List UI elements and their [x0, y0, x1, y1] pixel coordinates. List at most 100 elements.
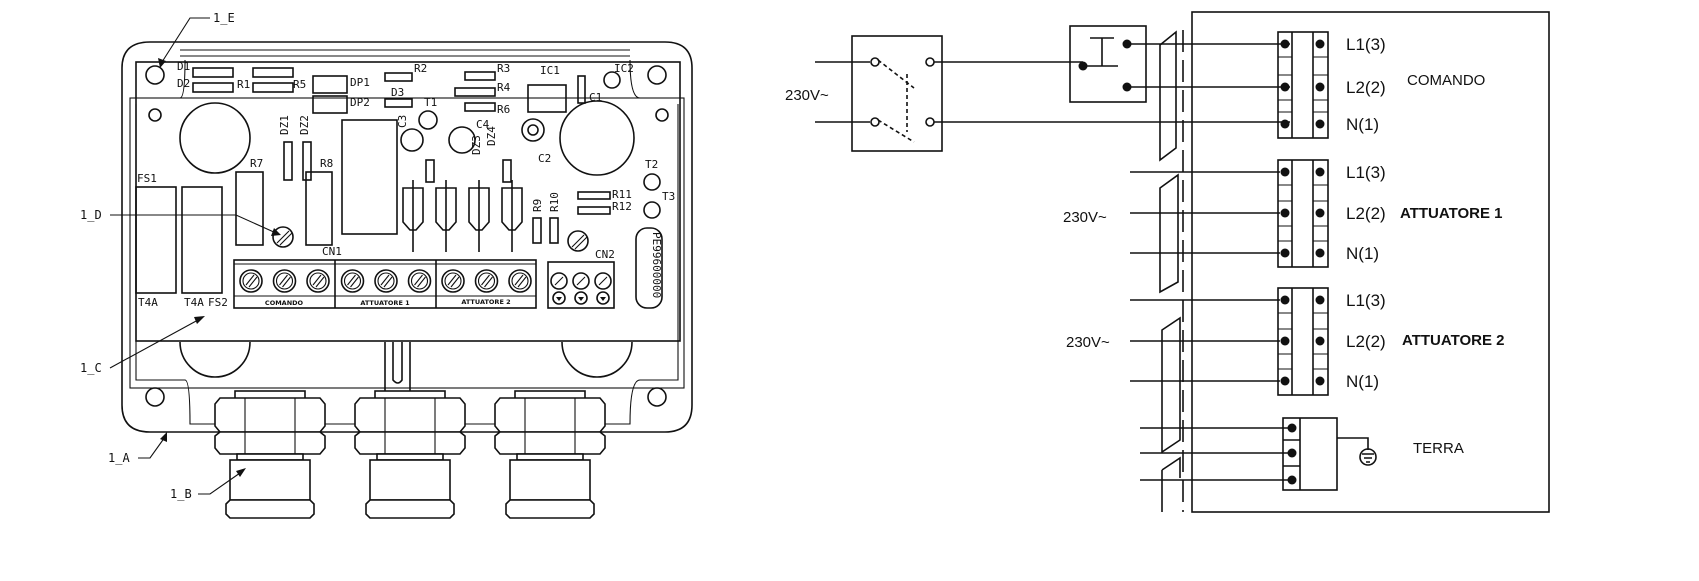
part-number-plate [635, 227, 663, 309]
power-diodes [402, 180, 523, 252]
terminal-screw [340, 269, 365, 293]
main-switch[interactable] [851, 35, 943, 152]
callout-1c: 1_C [80, 361, 102, 375]
trimmer-screw [272, 226, 294, 248]
capacitor-c2-inner [527, 124, 539, 136]
corner-screw-hole [647, 65, 667, 85]
terminal-screw [572, 272, 590, 305]
callout-1b: 1_B [170, 487, 192, 501]
cable-entries [1159, 30, 1184, 512]
label-dz4: DZ4 [485, 126, 498, 146]
resistor-r12 [577, 206, 611, 215]
label-fuse1-rating: T4A [138, 296, 158, 309]
resistor-r8 [305, 171, 333, 246]
label-fs2: FS2 [208, 296, 228, 309]
label-ic1: IC1 [540, 64, 560, 77]
earth-block: TERRA [1140, 417, 1464, 491]
capacitor-c3 [400, 128, 424, 152]
corner-screw-hole [145, 65, 165, 85]
resistor-r9 [532, 217, 542, 244]
terminal-screw [1280, 167, 1290, 177]
terminal-screw [1280, 376, 1290, 386]
resistor-r6 [464, 102, 496, 112]
gasket-line [129, 97, 685, 389]
label-d3: D3 [391, 86, 404, 99]
group-label-attuatore-1: ATTUATORE 1 [1400, 205, 1503, 222]
callout-1d: 1_D [80, 208, 102, 222]
terminal-screw [1315, 119, 1325, 129]
label-c2: C2 [538, 152, 551, 165]
terminal-screw [1315, 248, 1325, 258]
mounting-boss [179, 341, 251, 378]
zener-dz2 [302, 141, 312, 181]
optocoupler-dp1 [312, 75, 348, 94]
terminal-screw [272, 269, 297, 293]
label-cn2: CN2 [595, 248, 615, 261]
transistor-t1 [418, 110, 438, 130]
resistor-r11 [577, 191, 611, 200]
terminal-label-attuatore-2: ATTUATORE 2 [461, 298, 510, 306]
label-r10: R10 [548, 192, 561, 212]
terminal-label: L2(2) [1346, 78, 1386, 97]
cable-gland [214, 390, 326, 519]
pushbutton-t[interactable] [1069, 25, 1147, 103]
terminal-screw [1280, 295, 1290, 305]
terminal-block-attuatore-2: L1(3)L2(2)N(1) [1130, 287, 1386, 396]
earth-label: TERRA [1413, 440, 1464, 457]
resistor-r7 [235, 171, 264, 246]
terminal-label: N(1) [1346, 115, 1379, 134]
resistor-r3 [464, 71, 496, 81]
fuse-fs2 [181, 186, 223, 294]
resistor-r5 [252, 82, 294, 93]
terminal-block-cn1: COMANDO ATTUATORE 1 ATTUATORE 2 [233, 259, 537, 309]
cable-gland [354, 390, 466, 519]
label-fuse2-rating: T4A [184, 296, 204, 309]
terminal-screw [1280, 82, 1290, 92]
ic-ic2 [603, 71, 621, 89]
terminal-screw [1280, 119, 1290, 129]
zener-dz3 [425, 159, 435, 183]
enclosure-outline [121, 41, 693, 433]
diode-d1 [192, 67, 234, 78]
callout-1e: 1_E [213, 11, 235, 25]
terminal-screw [550, 272, 568, 305]
label-t2: T2 [645, 158, 658, 171]
wiring-schematic: 230V~ L1(3)L2(2)N(1)L1(3)L2(2)N(1)L1(3)L… [785, 11, 1550, 513]
enclosure-inner-outline [130, 49, 684, 425]
label-r7: R7 [250, 157, 263, 170]
terminal-screw [306, 269, 330, 293]
mounting-boss [559, 100, 635, 176]
label-ic2: IC2 [614, 62, 634, 75]
label-c1: C1 [589, 91, 602, 104]
terminal-block-attuatore-1: L1(3)L2(2)N(1) [1130, 159, 1386, 268]
terminal-screw [1280, 248, 1290, 258]
terminal-screw [1315, 295, 1325, 305]
resistor-r4 [454, 87, 496, 97]
diode-d3 [384, 98, 413, 108]
label-r11: R11 [612, 188, 632, 201]
corner-screw-hole [145, 387, 165, 407]
mounting-boss [561, 341, 633, 378]
fuse-fs1 [135, 186, 177, 294]
label-c3: C3 [396, 115, 409, 128]
terminal-screw [1315, 39, 1325, 49]
label-c4: C4 [476, 118, 490, 131]
terminal-screw [1280, 208, 1290, 218]
terminal-screw [239, 269, 263, 293]
zener-dz4 [502, 159, 512, 183]
relay [341, 119, 398, 235]
label-r3: R3 [497, 62, 510, 75]
label-dz3: DZ3 [470, 135, 483, 155]
terminal-screw [1280, 39, 1290, 49]
terminal-screw [1315, 208, 1325, 218]
label-d1: D1 [177, 60, 190, 73]
terminal-screw [1315, 336, 1325, 346]
label-r9: R9 [531, 199, 544, 212]
enclosure-box [1191, 11, 1550, 513]
terminal-label: L1(3) [1346, 163, 1386, 182]
label-r1: R1 [237, 78, 250, 91]
callouts: 1_E 1_D 1_C 1_A 1_B [80, 11, 281, 501]
label-dp1: DP1 [350, 76, 370, 89]
terminal-block-comando: L1(3)L2(2)N(1) [1277, 31, 1386, 139]
